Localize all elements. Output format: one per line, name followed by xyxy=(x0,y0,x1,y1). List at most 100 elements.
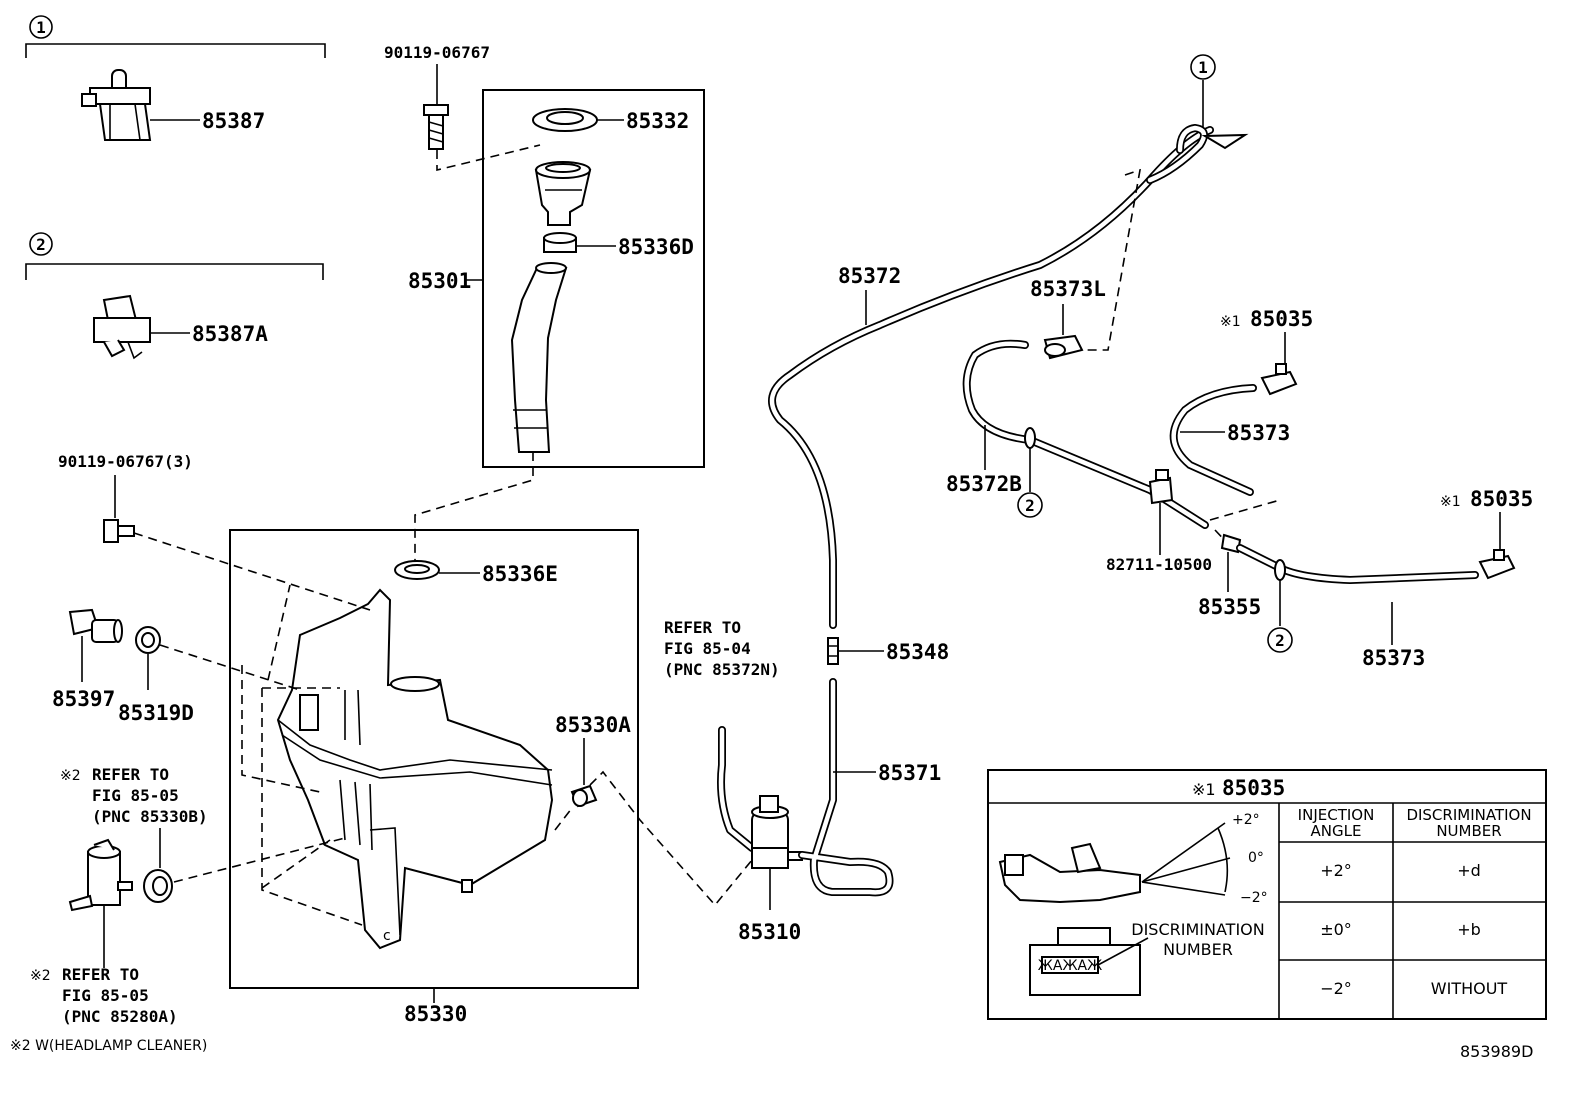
filler-neck-group: 85301 85332 85336D xyxy=(408,89,705,565)
bolt-icon xyxy=(423,104,449,150)
label-85373-a: 85373 xyxy=(1227,421,1290,445)
grommet-85330a: 85330A xyxy=(554,713,753,907)
angle-zero: 0° xyxy=(1248,850,1264,866)
label-85330: 85330 xyxy=(404,1002,467,1026)
plug-85397-icon xyxy=(68,608,123,643)
ref-left-top-mark: ※2 xyxy=(60,768,81,784)
clip-85387-icon xyxy=(81,69,152,141)
ring-85336d-icon xyxy=(543,232,577,253)
header-disc-line2: NUMBER xyxy=(1436,822,1501,840)
stamp-text: ЖАЖАЖ xyxy=(1038,958,1102,974)
ref-left-top-line1: REFER TO xyxy=(92,765,169,784)
ref-left-top-line2: FIG 85-05 xyxy=(92,786,179,805)
disc-caption-line1: DISCRIMINATION xyxy=(1131,920,1264,939)
ref-center-line2: FIG 85-04 xyxy=(664,639,751,658)
row2-angle: ±0° xyxy=(1320,920,1352,939)
headlamp-cleaner-parts: ※2 REFER TO FIG 85-05 (PNC 85330B) ※2 RE… xyxy=(30,765,346,1026)
washer-pump-icon xyxy=(751,795,803,869)
footnote: ※2 W(HEADLAMP CLEANER) xyxy=(10,1038,207,1054)
inset-nozzle-icon xyxy=(998,842,1141,904)
row1-number: +d xyxy=(1457,861,1481,880)
row2-number: +b xyxy=(1457,920,1481,939)
label-85332: 85332 xyxy=(626,109,689,133)
header-disc-line1: DISCRIMINATION xyxy=(1406,806,1531,824)
nozzle-85035-a-icon xyxy=(1260,363,1298,396)
label-85371: 85371 xyxy=(878,761,941,785)
check-valve-85355-icon xyxy=(1220,533,1242,554)
row3-angle: −2° xyxy=(1320,979,1352,998)
ref-left-bottom-line3: (PNC 85280A) xyxy=(62,1007,178,1026)
bolt-90119-top: 90119-06767 xyxy=(384,43,541,172)
lower-nozzle-group: ※1 85035 2 85373 xyxy=(1236,487,1533,670)
clamp-82711-icon xyxy=(1148,469,1174,505)
hose-marker-b: 2 xyxy=(1275,631,1285,650)
bolt-90119-qty: 90119-06767(3) xyxy=(58,452,371,611)
headlamp-pump-icon xyxy=(68,838,133,912)
label-85373l: 85373L xyxy=(1030,277,1106,301)
washer-pump-group: REFER TO FIG 85-04 (PNC 85372N) 85310 xyxy=(664,618,803,944)
svg-text:c: c xyxy=(383,928,391,944)
ref-left-bottom-mark: ※2 xyxy=(30,968,51,984)
washer-tank-icon: c xyxy=(276,588,554,950)
label-90119-top: 90119-06767 xyxy=(384,43,490,62)
angle-minus2: −2° xyxy=(1240,890,1268,906)
inset-stamp-icon: ЖАЖАЖ xyxy=(1029,927,1141,996)
label-85387a: 85387A xyxy=(192,322,268,346)
label-85336d: 85336D xyxy=(618,235,694,259)
diagram-id: 853989D xyxy=(1460,1042,1533,1061)
label-85355: 85355 xyxy=(1198,595,1261,619)
grommets-85397-85319d: 85397 85319D xyxy=(52,608,301,725)
label-85397: 85397 xyxy=(52,687,115,711)
label-85310: 85310 xyxy=(738,920,801,944)
inset-title-mark: ※1 xyxy=(1192,780,1216,799)
row1-angle: +2° xyxy=(1320,861,1352,880)
header-injection-line1: INJECTION xyxy=(1298,806,1375,824)
group-2-clip: 2 85387A xyxy=(25,232,324,360)
group-1-marker: 1 xyxy=(36,18,46,37)
filler-cap-icon xyxy=(532,108,598,132)
label-85301: 85301 xyxy=(408,269,471,293)
group-1-clip: 1 85387 xyxy=(25,15,326,141)
grommet-85330b-icon xyxy=(143,869,173,903)
hose-marker-a: 2 xyxy=(1025,496,1035,515)
label-85373-b: 85373 xyxy=(1362,646,1425,670)
joint-85348-icon xyxy=(827,637,839,665)
label-82711: 82711-10500 xyxy=(1106,555,1212,574)
angle-plus2: +2° xyxy=(1232,812,1260,828)
filler-funnel-icon xyxy=(534,161,592,226)
note1-mark-a: ※1 xyxy=(1220,314,1241,330)
label-85035-b: 85035 xyxy=(1470,487,1533,511)
hose-marker-top: 1 xyxy=(1198,58,1208,77)
nozzle-85035-b-icon xyxy=(1478,549,1516,580)
ref-center-line3: (PNC 85372N) xyxy=(664,660,780,679)
header-injection-line2: ANGLE xyxy=(1311,822,1362,840)
grommet-85330a-icon xyxy=(570,784,598,808)
ref-left-bottom-line2: FIG 85-05 xyxy=(62,986,149,1005)
note1-mark-b: ※1 xyxy=(1440,494,1461,510)
label-85035-a: 85035 xyxy=(1250,307,1313,331)
ref-left-bottom-line1: REFER TO xyxy=(62,965,139,984)
filler-pipe-icon xyxy=(510,262,568,453)
main-hose-group: 85371 85348 85372 1 xyxy=(768,54,1249,897)
label-85387: 85387 xyxy=(202,109,265,133)
nozzle-angle-inset: ※1 85035 INJECTION ANGLE DISCRIMINATION … xyxy=(987,769,1547,1020)
ref-center-line1: REFER TO xyxy=(664,618,741,637)
row3-number: WITHOUT xyxy=(1431,979,1508,998)
upper-nozzle-group: ※1 85035 85373 xyxy=(1169,307,1313,496)
label-90119-qty: 90119-06767(3) xyxy=(58,452,193,471)
clip-85387a-icon xyxy=(93,294,151,360)
nozzle-hose-group: 85373L 85372B 2 82711-10500 85355 xyxy=(946,277,1281,619)
nozzle-85373l-icon xyxy=(1043,334,1084,360)
inset-title-part: 85035 xyxy=(1222,776,1285,800)
label-85330a: 85330A xyxy=(555,713,631,737)
washer-tank-group: 85330 85336E c xyxy=(229,529,639,1026)
label-85372: 85372 xyxy=(838,264,901,288)
bolt-icon xyxy=(103,519,135,543)
ref-left-top-line3: (PNC 85330B) xyxy=(92,807,208,826)
label-85336e: 85336E xyxy=(482,562,558,586)
disc-caption-line2: NUMBER xyxy=(1163,940,1233,959)
group-2-marker: 2 xyxy=(36,235,46,254)
grommet-85336e-icon xyxy=(394,560,440,580)
label-85348: 85348 xyxy=(886,640,949,664)
